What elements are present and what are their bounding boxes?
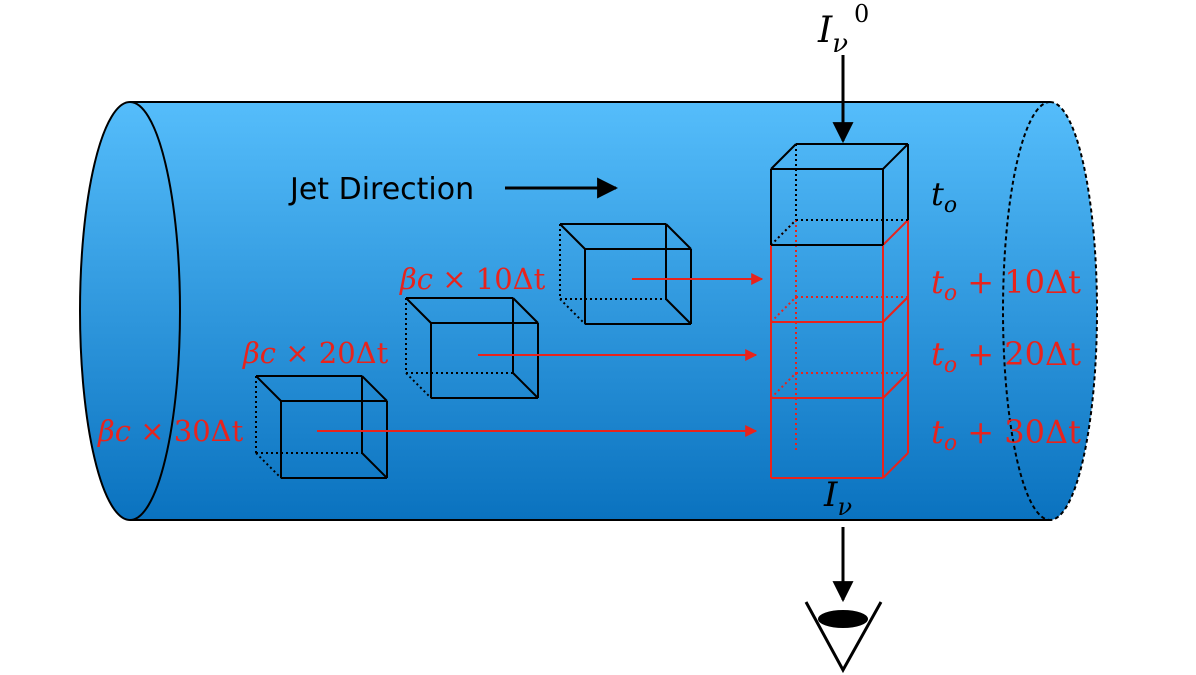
- distance-label-10: βc × 10Δt: [399, 262, 546, 296]
- time-labels: to to + 10Δt to + 20Δt to + 30Δt: [931, 175, 1081, 456]
- observation-cell-0: [770, 143, 909, 246]
- observation-cell-3: [770, 372, 909, 479]
- incident-intensity-superscript: 0: [854, 0, 869, 28]
- incident-intensity-subscript: ν: [832, 29, 848, 59]
- jet-near-cap: [79, 101, 181, 521]
- jet-far-cap-front: [1049, 101, 1098, 521]
- observed-intensity-subscript: ν: [837, 493, 852, 521]
- jet-body: [80, 102, 1097, 520]
- svg-text:Iν0: Iν0: [817, 0, 869, 59]
- box-30: [255, 375, 388, 479]
- box-20: [405, 297, 539, 399]
- time-label-10: to + 10Δt: [931, 263, 1081, 306]
- observed-intensity: Iν: [823, 475, 854, 603]
- distance-labels: βc × 10Δt βc × 20Δt βc × 30Δt: [97, 262, 546, 448]
- eye-icon: [804, 601, 883, 674]
- propagation-arrows: [317, 273, 764, 437]
- box-10: [559, 223, 692, 325]
- moving-boxes: [255, 223, 692, 479]
- jet-direction-label: Jet Direction: [288, 172, 474, 207]
- incident-intensity-symbol: I: [817, 10, 833, 51]
- jet-far-cap-back: [1002, 101, 1051, 521]
- observation-column: [770, 143, 909, 479]
- distance-label-20: βc × 20Δt: [242, 336, 389, 370]
- time-label-30: to + 30Δt: [931, 413, 1081, 456]
- observed-intensity-symbol: I: [823, 475, 838, 515]
- svg-text:Iν: Iν: [823, 475, 852, 521]
- time-label-20: to + 20Δt: [931, 335, 1081, 378]
- incident-intensity: Iν0: [817, 0, 869, 144]
- time-label-0: to: [931, 175, 957, 218]
- distance-label-30: βc × 30Δt: [97, 414, 244, 448]
- jet-cylinder: [79, 101, 1098, 521]
